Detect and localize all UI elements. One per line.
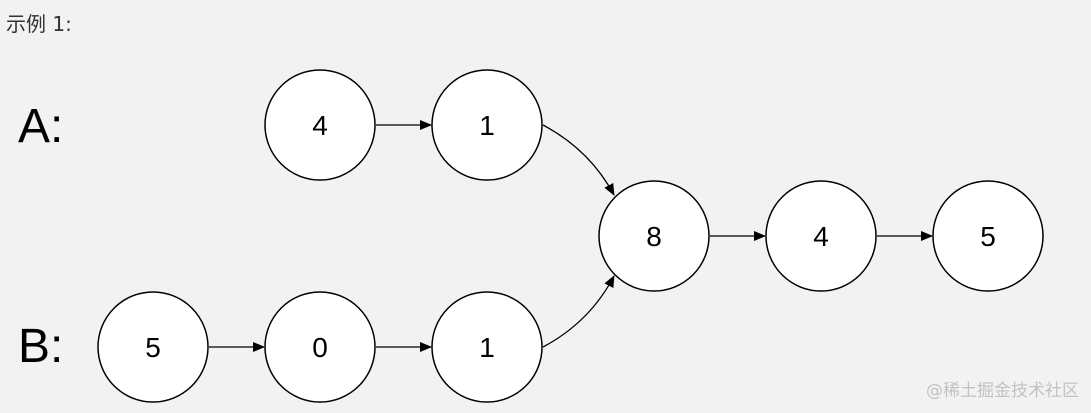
svg-text:0: 0 xyxy=(312,332,328,363)
list-b-node: 0 xyxy=(264,291,376,403)
shared-node: 8 xyxy=(598,180,710,292)
list-b-node: 1 xyxy=(431,291,543,403)
shared-node: 4 xyxy=(765,180,877,292)
svg-text:4: 4 xyxy=(813,221,829,252)
example-caption: 示例 1: xyxy=(6,12,72,36)
edge-a1-shared0 xyxy=(542,124,615,196)
svg-text:4: 4 xyxy=(312,110,328,141)
svg-text:1: 1 xyxy=(479,332,495,363)
list-a-node: 4 xyxy=(264,69,376,181)
edge-b2-shared0 xyxy=(542,275,615,348)
shared-node: 5 xyxy=(932,180,1044,292)
list-b-node: 5 xyxy=(97,291,209,403)
list-b-label: B: xyxy=(18,320,63,373)
svg-text:5: 5 xyxy=(980,221,996,252)
svg-text:8: 8 xyxy=(646,221,662,252)
svg-text:5: 5 xyxy=(145,332,161,363)
list-a-node: 1 xyxy=(431,69,543,181)
watermark: @稀土掘金技术社区 xyxy=(926,381,1079,401)
svg-text:1: 1 xyxy=(479,110,495,141)
list-a-label: A: xyxy=(18,100,63,153)
